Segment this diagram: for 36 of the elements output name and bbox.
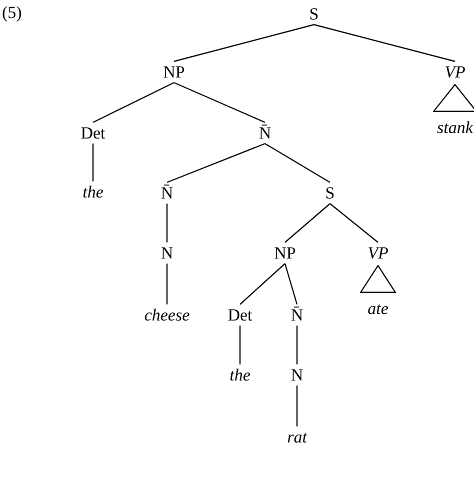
- word-label: the: [228, 364, 252, 386]
- category-label: S: [308, 3, 320, 25]
- tree-branch: [166, 204, 168, 242]
- category-label: N̄: [290, 304, 304, 326]
- tree-branch: [284, 263, 298, 305]
- tree-branch: [92, 144, 94, 182]
- tree-branch: [166, 143, 266, 183]
- tree-branch: [92, 82, 174, 123]
- word-label: stank: [437, 117, 473, 138]
- category-label: Det: [226, 304, 254, 326]
- word-label: ate: [368, 298, 388, 320]
- tree-branch: [284, 203, 330, 243]
- tree-branch: [166, 264, 168, 304]
- tree-branch: [330, 203, 378, 243]
- tree-branch: [174, 82, 266, 123]
- tree-branch: [240, 263, 286, 305]
- tree-branch: [296, 326, 298, 364]
- example-number: (5): [2, 2, 22, 24]
- category-label: N̄: [258, 122, 272, 144]
- tree-branch: [174, 24, 314, 62]
- tree-branch: [314, 24, 456, 62]
- category-label: NP: [273, 242, 297, 264]
- category-label: N̄: [160, 182, 174, 204]
- category-label: N: [160, 242, 174, 264]
- category-label: S: [324, 182, 336, 204]
- tree-branch: [264, 143, 330, 183]
- tree-branch: [296, 386, 298, 426]
- category-label: NP: [162, 61, 186, 83]
- category-label: Det: [80, 122, 106, 144]
- word-label: rat: [286, 426, 308, 448]
- word-label: the: [82, 181, 104, 203]
- word-label: cheese: [143, 304, 191, 326]
- word-label: VP: [444, 61, 466, 83]
- word-label: VP: [366, 242, 390, 264]
- tree-branch: [239, 326, 241, 364]
- category-label: N: [290, 364, 304, 386]
